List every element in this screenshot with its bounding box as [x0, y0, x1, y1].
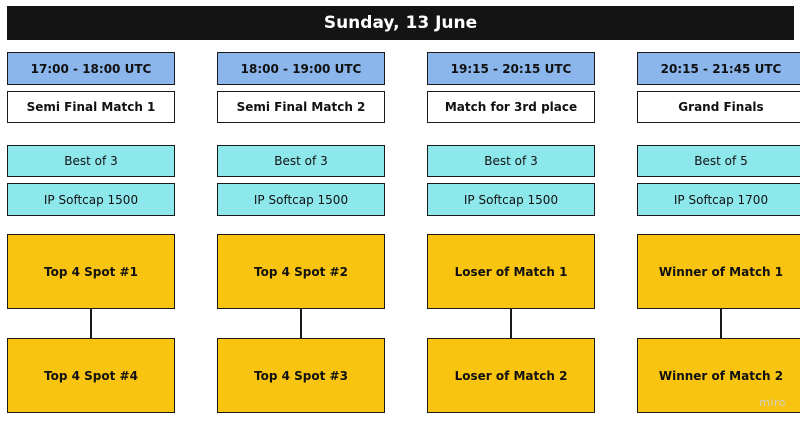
slot-top: Loser of Match 1: [427, 234, 595, 309]
connector-line: [510, 308, 512, 338]
slot-bottom: Loser of Match 2: [427, 338, 595, 413]
time-slot: 20:15 - 21:45 UTC: [637, 52, 800, 85]
match-format: Best of 3: [217, 145, 385, 177]
time-slot: 19:15 - 20:15 UTC: [427, 52, 595, 85]
match-title: Semi Final Match 2: [217, 91, 385, 123]
ip-softcap: IP Softcap 1500: [7, 183, 175, 216]
match-title: Grand Finals: [637, 91, 800, 123]
connector-line: [720, 308, 722, 338]
time-slot: 17:00 - 18:00 UTC: [7, 52, 175, 85]
match-title: Semi Final Match 1: [7, 91, 175, 123]
match-format: Best of 5: [637, 145, 800, 177]
ip-softcap: IP Softcap 1500: [427, 183, 595, 216]
slot-bottom: Top 4 Spot #3: [217, 338, 385, 413]
time-slot: 18:00 - 19:00 UTC: [217, 52, 385, 85]
ip-softcap: IP Softcap 1700: [637, 183, 800, 216]
column-semi-final-1: 17:00 - 18:00 UTC Semi Final Match 1 Bes…: [7, 0, 175, 421]
column-third-place: 19:15 - 20:15 UTC Match for 3rd place Be…: [427, 0, 595, 421]
connector-line: [300, 308, 302, 338]
slot-bottom: Winner of Match 2: [637, 338, 800, 413]
slot-top: Winner of Match 1: [637, 234, 800, 309]
match-format: Best of 3: [427, 145, 595, 177]
ip-softcap: IP Softcap 1500: [217, 183, 385, 216]
page-title: Sunday, 13 June: [7, 6, 794, 40]
miro-watermark: miro: [759, 396, 786, 409]
column-grand-finals: 20:15 - 21:45 UTC Grand Finals Best of 5…: [637, 0, 800, 421]
slot-top: Top 4 Spot #2: [217, 234, 385, 309]
connector-line: [90, 308, 92, 338]
slot-top: Top 4 Spot #1: [7, 234, 175, 309]
slot-bottom: Top 4 Spot #4: [7, 338, 175, 413]
match-title: Match for 3rd place: [427, 91, 595, 123]
match-format: Best of 3: [7, 145, 175, 177]
column-semi-final-2: 18:00 - 19:00 UTC Semi Final Match 2 Bes…: [217, 0, 385, 421]
